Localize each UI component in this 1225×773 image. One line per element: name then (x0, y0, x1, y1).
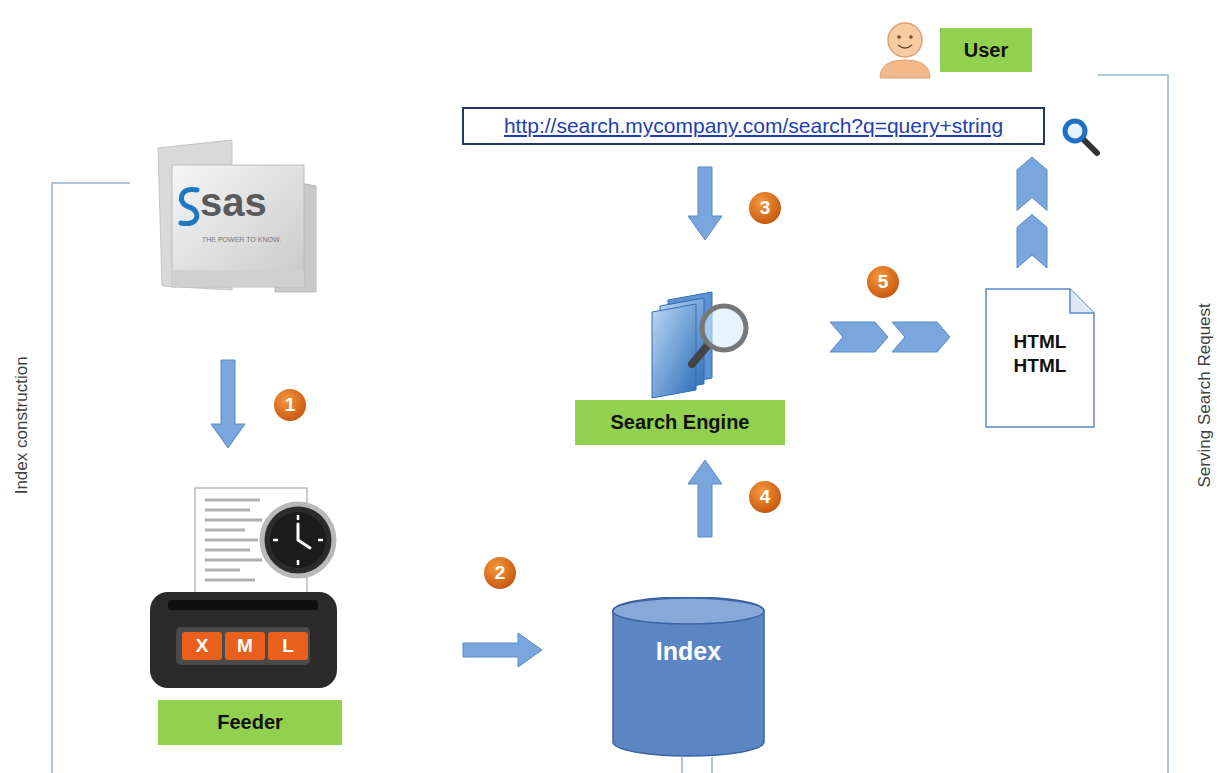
callout-number: 1 (285, 395, 296, 416)
cylinder-top (613, 598, 764, 624)
chevron (1017, 215, 1047, 269)
flow-arrow (688, 167, 722, 240)
cylinder-outline (612, 597, 765, 757)
label-box: Search Engine (575, 400, 785, 445)
node-text: Search Engine (611, 411, 750, 434)
document-page (986, 289, 1094, 427)
chevron (830, 322, 888, 352)
flow-arrow (1017, 157, 1047, 268)
document-fold (1070, 289, 1094, 313)
xml-feeder-icon (150, 488, 337, 688)
callout-circles (273, 191, 900, 590)
search-engine: Search Engine (575, 285, 785, 445)
node-text: HTML HTML (993, 330, 1087, 378)
block-arrow (688, 460, 722, 537)
chevron (892, 322, 950, 352)
chevron (1017, 157, 1047, 211)
feeder: Feeder (140, 478, 345, 745)
flow-arrow (830, 322, 950, 352)
key-letter: M (237, 636, 253, 657)
html-document: HTML HTML (985, 288, 1095, 428)
sas-building-logo (158, 140, 316, 292)
logo-tagline: THE POWER TO KNOW. (202, 236, 281, 243)
flow-arrow (688, 460, 722, 537)
callout-number: 2 (495, 563, 506, 584)
label-box: Feeder (158, 700, 342, 745)
sas-source: sasTHE POWER TO KNOW. (150, 140, 315, 290)
user-label: User (940, 28, 1032, 72)
magnifier-icon (1065, 121, 1097, 153)
side-label: Index construction (13, 356, 32, 494)
cylinder-body (613, 597, 764, 756)
block-arrow (463, 633, 542, 667)
index-database: Index (612, 597, 765, 757)
node-text: User (964, 39, 1008, 62)
flow-arrow (211, 360, 245, 448)
node-text: http://search.mycompany.com/search?q=que… (504, 114, 1003, 138)
callout-number: 5 (878, 272, 889, 293)
flow-arrow (463, 633, 542, 667)
block-arrow (211, 360, 245, 448)
node-text: Index (618, 637, 759, 666)
bracket-line (52, 183, 130, 773)
url-bar: http://search.mycompany.com/search?q=que… (462, 107, 1045, 145)
key-letter: L (282, 636, 294, 657)
node-text: Feeder (217, 711, 283, 734)
user-icon (880, 23, 930, 78)
key-letter: X (196, 636, 209, 657)
bracket-line (682, 757, 712, 773)
block-arrow (688, 167, 722, 240)
callout-number: 4 (760, 487, 771, 508)
callout-number: 3 (760, 198, 771, 219)
logo-text: sas (200, 182, 267, 222)
bracket-line (1098, 75, 1168, 773)
side-label: Serving Search Request (1196, 303, 1215, 487)
search-engine-icon (652, 292, 746, 398)
